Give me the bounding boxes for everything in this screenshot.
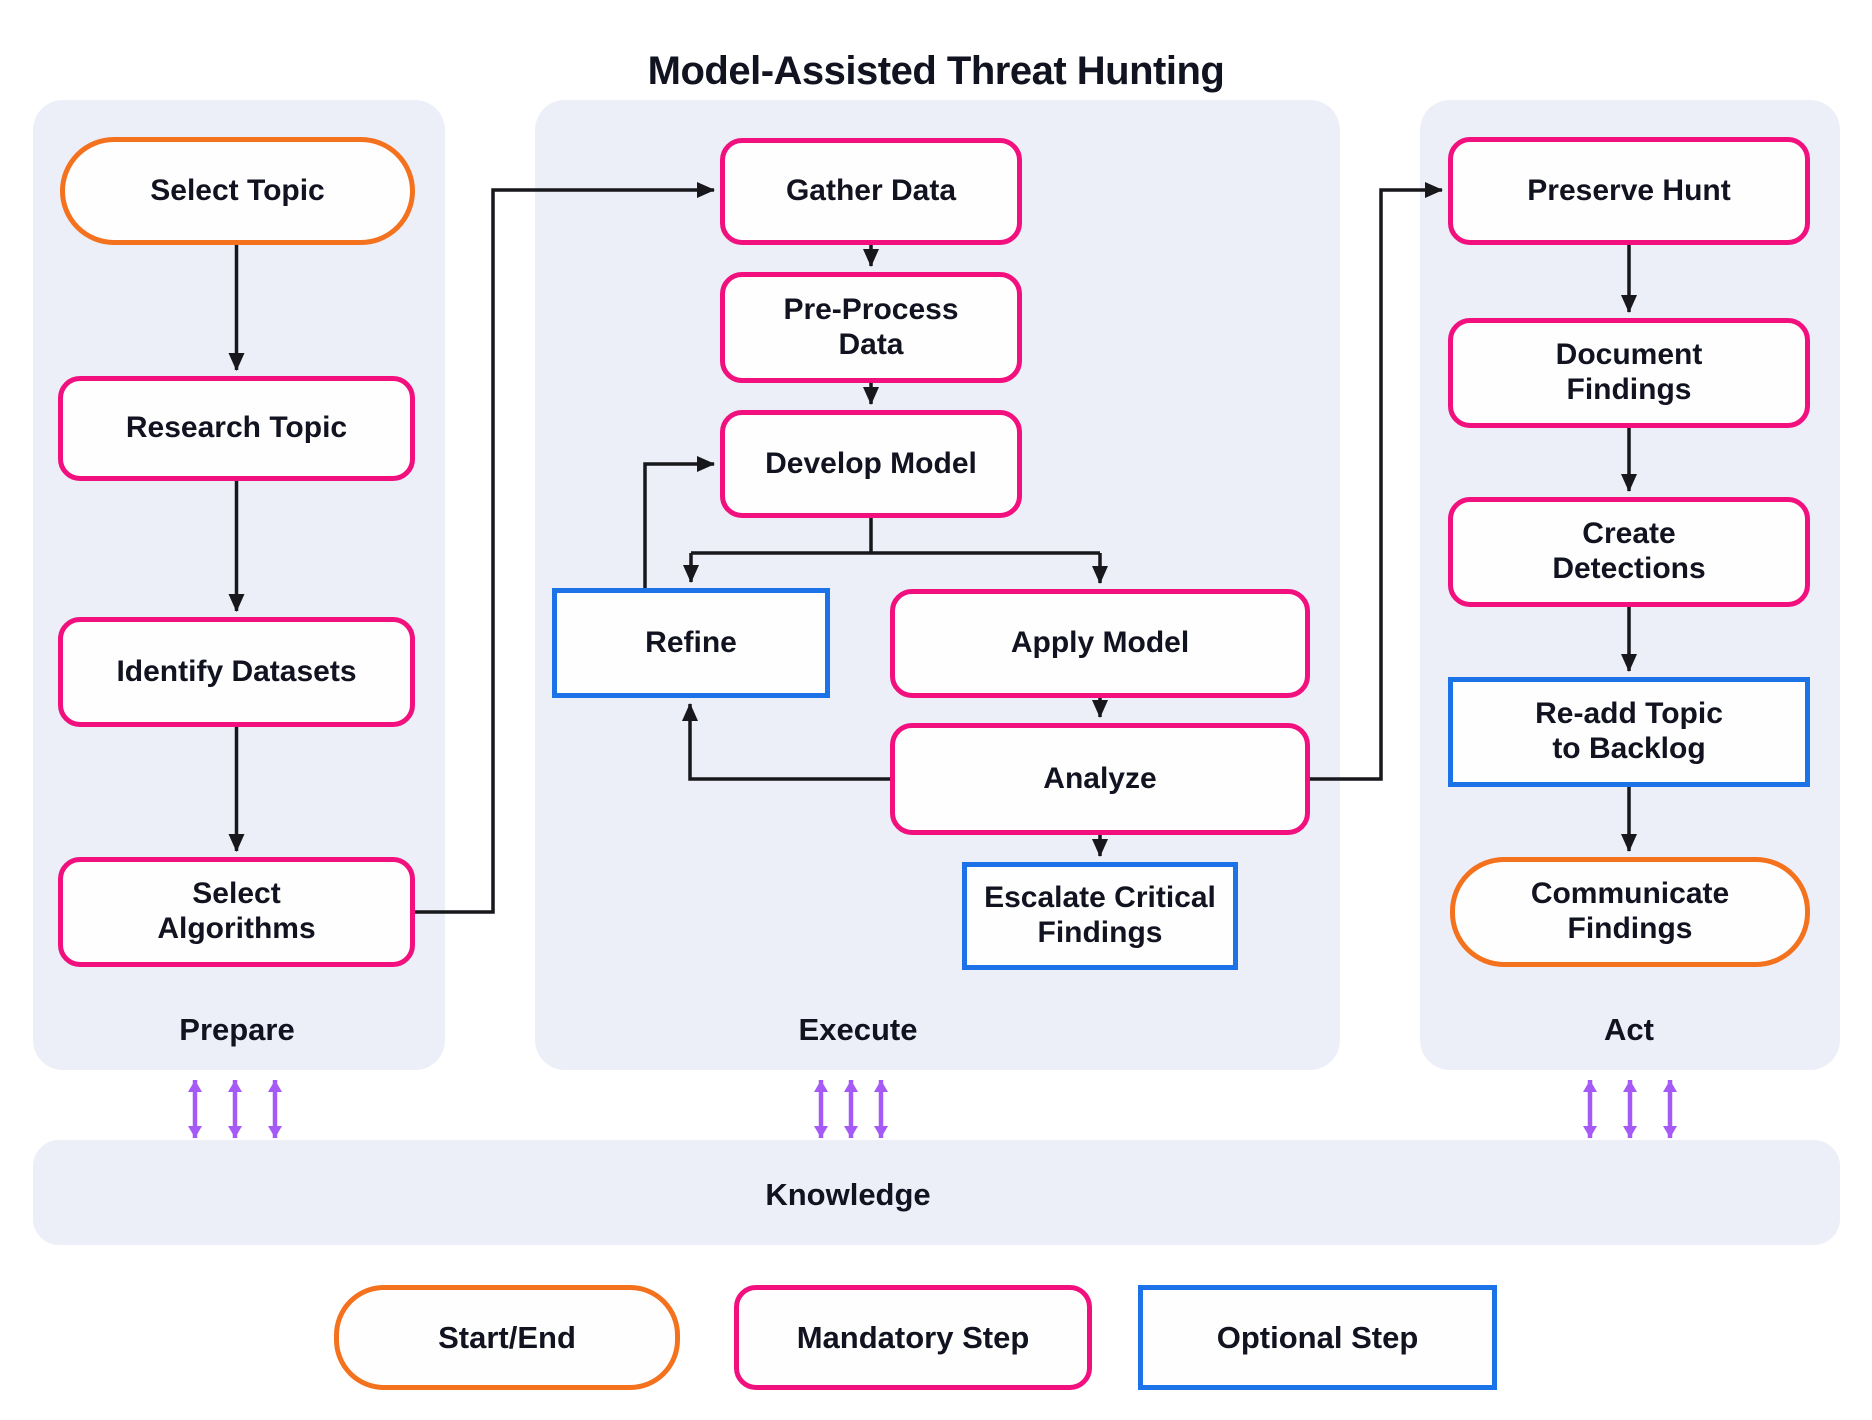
panel-label-act: Act [1604, 1012, 1654, 1047]
node-preserve-hunt: Preserve Hunt [1448, 137, 1810, 245]
knowledge-link-arrows [188, 1080, 1677, 1138]
node-identify-datasets: Identify Datasets [58, 617, 415, 727]
node-create-detections: Create Detections [1448, 497, 1810, 607]
node-refine-label: Refine [645, 625, 737, 659]
node-escalate-critical-findings-label: Escalate Critical Findings [984, 881, 1216, 949]
legend-optional-step-label: Optional Step [1216, 1319, 1419, 1355]
node-select-algorithms: Select Algorithms [58, 857, 415, 967]
node-escalate-critical-findings: Escalate Critical Findings [962, 862, 1238, 970]
node-select-topic-label: Select Topic [150, 173, 325, 207]
node-research-topic-label: Research Topic [125, 411, 348, 445]
node-gather-data-label: Gather Data [785, 174, 957, 208]
node-select-algorithms-label: Select Algorithms [157, 877, 316, 945]
legend-mandatory-step: Mandatory Step [734, 1285, 1092, 1390]
page-title: Model-Assisted Threat Hunting [647, 48, 1225, 93]
node-document-findings-label: Document Findings [1555, 338, 1703, 406]
node-refine: Refine [552, 588, 830, 698]
node-re-add-topic-to-backlog-label: Re-add Topic to Backlog [1535, 697, 1723, 765]
node-communicate-findings-label: Communicate Findings [1530, 877, 1730, 945]
node-select-topic: Select Topic [60, 137, 415, 245]
knowledge-bar [33, 1140, 1840, 1245]
legend-start-end-label: Start/End [438, 1319, 576, 1355]
node-develop-model-label: Develop Model [765, 446, 977, 480]
node-re-add-topic-to-backlog: Re-add Topic to Backlog [1448, 677, 1810, 787]
node-develop-model: Develop Model [720, 410, 1022, 518]
node-gather-data: Gather Data [720, 138, 1022, 245]
node-pre-process-data: Pre-Process Data [720, 272, 1022, 383]
node-apply-model: Apply Model [890, 589, 1310, 698]
legend-optional-step: Optional Step [1138, 1285, 1497, 1390]
node-create-detections-label: Create Detections [1552, 517, 1706, 585]
panel-label-prepare: Prepare [179, 1012, 295, 1047]
node-research-topic: Research Topic [58, 376, 415, 481]
knowledge-label: Knowledge [765, 1177, 931, 1212]
node-analyze-label: Analyze [1043, 761, 1157, 795]
node-communicate-findings: Communicate Findings [1450, 857, 1810, 967]
node-pre-process-data-label: Pre-Process Data [783, 292, 959, 361]
panel-label-execute: Execute [798, 1012, 918, 1047]
legend-start-end: Start/End [334, 1285, 680, 1390]
node-preserve-hunt-label: Preserve Hunt [1527, 173, 1731, 207]
node-document-findings: Document Findings [1448, 318, 1810, 428]
node-apply-model-label: Apply Model [1010, 626, 1190, 660]
node-analyze: Analyze [890, 723, 1310, 835]
node-identify-datasets-label: Identify Datasets [116, 654, 357, 688]
legend-mandatory-step-label: Mandatory Step [796, 1319, 1030, 1355]
